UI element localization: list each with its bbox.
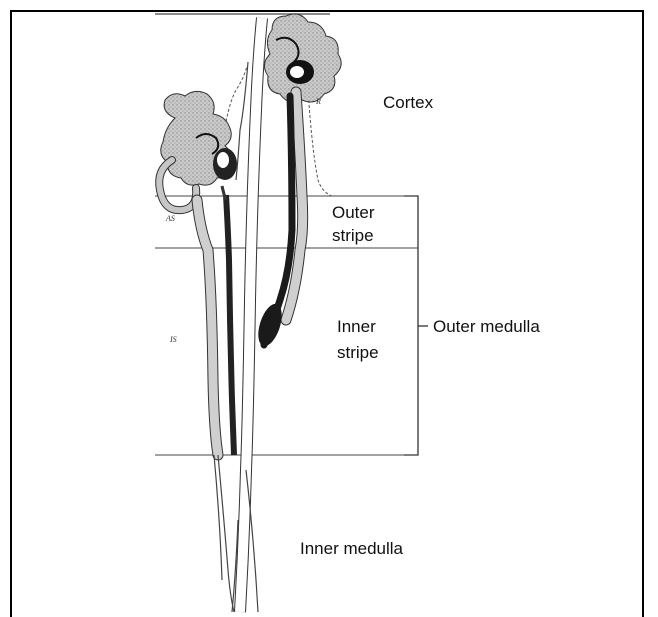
outer-medulla-bracket — [404, 196, 418, 455]
small-label-as: AS — [165, 214, 175, 223]
label-inner-stripe-2: stripe — [337, 343, 379, 362]
small-label-is: IS — [169, 335, 177, 344]
label-outer-medulla: Outer medulla — [433, 317, 540, 336]
label-outer-stripe-1: Outer — [332, 203, 375, 222]
label-inner-medulla: Inner medulla — [300, 539, 404, 558]
label-outer-stripe-2: stripe — [332, 226, 374, 245]
right-nephron-cortical-tubule — [264, 14, 341, 102]
left-thick-ascending-limb — [226, 195, 234, 455]
small-label-r: R — [315, 97, 321, 106]
label-inner-stripe-1: Inner — [337, 317, 376, 336]
left-nephron-cortical-tubule — [159, 91, 237, 210]
label-cortex: Cortex — [383, 93, 434, 112]
right-loop-bend — [254, 301, 287, 349]
